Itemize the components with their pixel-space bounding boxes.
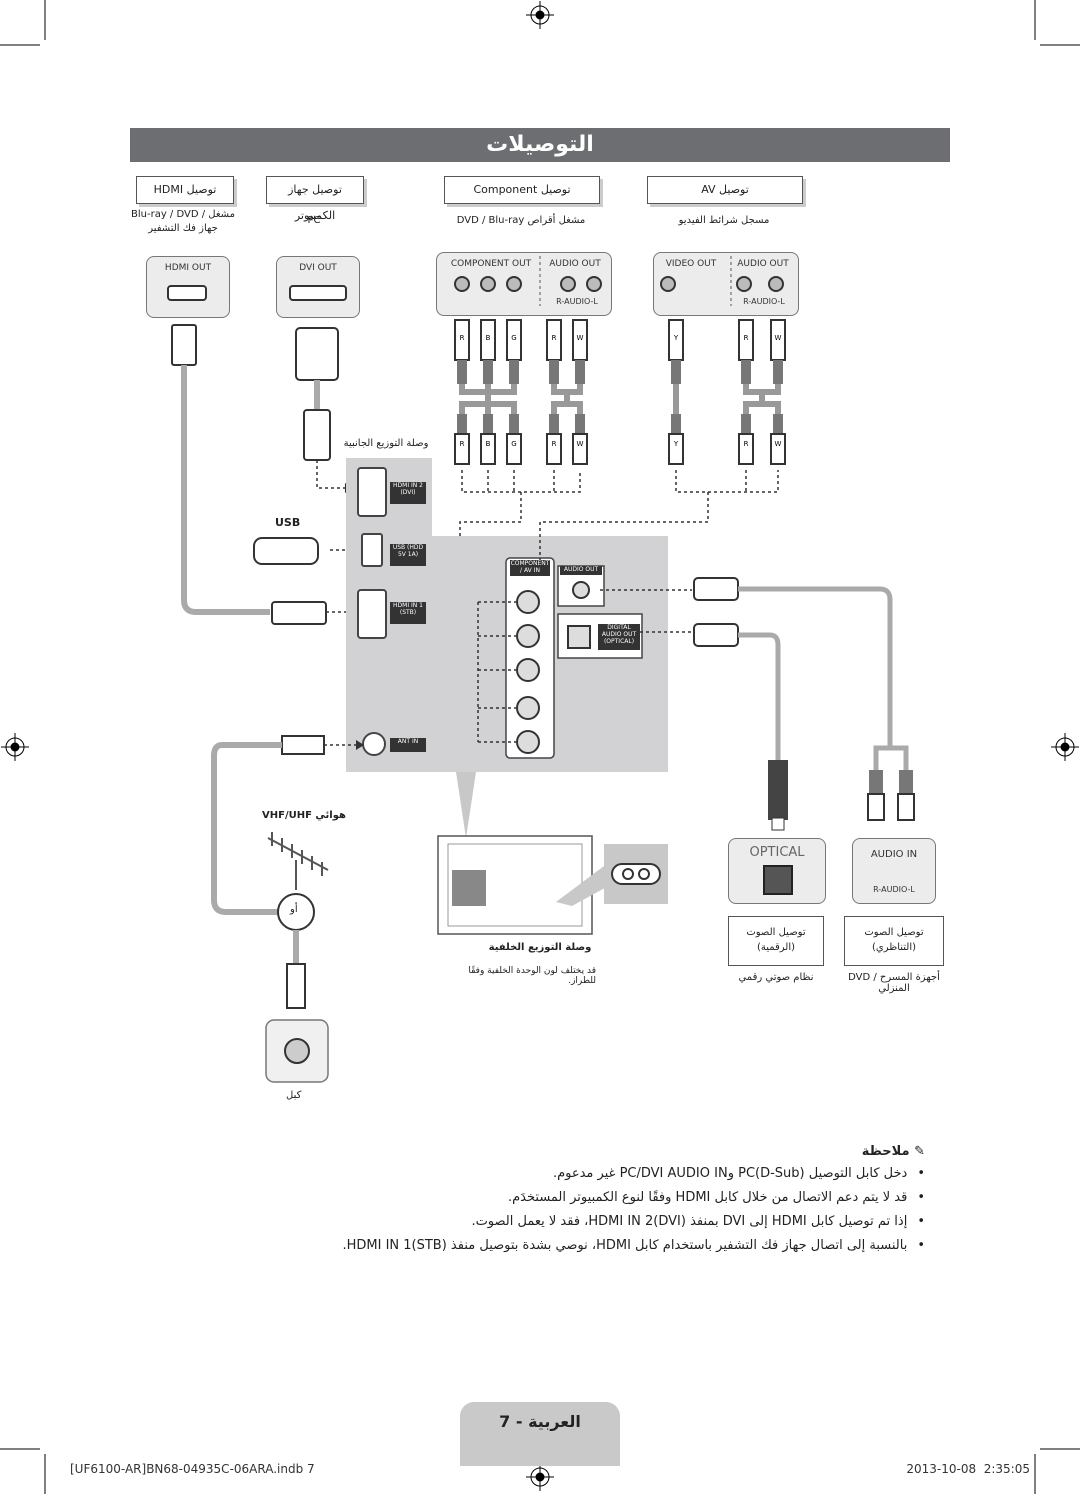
tv-side-panel [346,458,668,772]
plug-letter: R [460,440,465,448]
registration-mark-top [526,1,554,29]
or-label: أو [290,904,298,915]
rear-panel-note: قد يختلف لون الوحدة الخلفية وفقًا للطراز… [468,966,596,986]
hdmi-connection-label: HDMI توصيل [136,176,234,204]
hdmi-source-device: Blu-ray / DVD مشغل / جهاز فك التشفير [131,209,235,234]
plug-letter: R [552,440,557,448]
note-item: •بالنسبة إلى اتصال جهاز فك التشفير باستخ… [342,1238,925,1253]
dvi-cable-label: وصلة التوزيع الجانبية [343,438,429,449]
analog-audio-box: توصيل الصوت (التناظري) [844,916,944,966]
tv-rear-panel [452,870,486,906]
footer-file: [UF6100-AR]BN68-04935C-06ARA.indb 7 [70,1462,315,1476]
notes-heading: ملاحظة ✎ [861,1144,925,1159]
cable-label: كبل [286,1090,302,1101]
plug-letter: R [460,334,465,342]
antenna-icon [267,832,329,890]
hdmi-port-icon [167,285,207,301]
dvi-port-icon [289,285,347,301]
plug-letter: Y [673,440,679,448]
antenna-label: VHF/UHF هوائي [262,810,346,821]
plug-letter: B [486,440,491,448]
dvi-hdmi-adapter [303,409,331,461]
component-rca-plugs [454,319,786,465]
rear-panel-label: وصلة التوزيع الخلفية [488,942,592,953]
plug-letter: B [486,334,491,342]
component-jacks-icon [454,276,784,292]
component-connection-label: Component توصيل [444,176,600,204]
analog-audio-sub: DVD / أجهزة المسرح المنزلي [848,972,940,994]
plug-letter: W [775,334,782,342]
power-socket-icon [611,863,661,885]
optical-port-icon [763,865,793,895]
note-item: •إذا تم توصيل كابل HDMI إلى DVI بمنفذ HD… [471,1214,925,1229]
audio-in-device: AUDIO IN R-AUDIO-L [852,838,936,904]
plug-letter: Y [673,334,679,342]
plug-letter: W [577,334,584,342]
av-connection-label: AV توصيل [647,176,803,204]
hdmi-plug-bottom [271,601,327,625]
tv-port-usb: USB (HDD 5V 1A) [390,544,426,566]
tv-port-audio-out: AUDIO OUT [560,566,602,575]
dvi-plug [295,327,339,381]
tv-port-hdmi1: HDMI IN 1 (STB) [390,602,426,624]
pc-connection-label: توصيل جهاز الكمبيوتر [266,176,364,222]
plug-letter: G [511,440,516,448]
pc-source-device: PC [307,215,321,226]
plug-letter: R [744,440,749,448]
plug-letter: W [775,440,782,448]
tv-port-digital: DIGITAL AUDIO OUT (OPTICAL) [598,624,640,650]
footer-date: 2013-10-08 ￼ 2:35:05 [906,1462,1030,1476]
plug-letter: R [552,334,557,342]
plug-letter: R [744,334,749,342]
coax-plug [281,735,325,755]
hdmi-plug-top [171,324,197,366]
usb-stick-icon [253,537,319,565]
note-item: •قد لا يتم دعم الاتصال من خلال كابل HDMI… [508,1190,925,1205]
component-source-device: DVD / Blu-ray مشغل أقراص [456,215,586,226]
av-source-device: مسجل شرائط الفيديو [678,215,770,226]
optical-device: OPTICAL [728,838,826,904]
tv-port-antin: ANT IN [390,738,426,752]
note-pencil-icon: ✎ [914,1144,925,1159]
tv-port-hdmi2: HDMI IN 2 (DVI) [390,482,426,504]
plug-letter: W [577,440,584,448]
note-item: •دخل كابل التوصيل PC(D-Sub) وPC/DVI AUDI… [552,1166,925,1181]
tv-port-component: COMPONENT / AV IN [510,560,550,576]
digital-audio-sub: نظام صوتي رقمي [738,972,814,983]
usb-label: USB [275,516,301,529]
section-title: التوصيلات [130,128,950,162]
plug-letter: G [511,334,516,342]
page-number-tab: العربية - 7 [460,1402,620,1466]
digital-audio-box: توصيل الصوت (الرقمية) [728,916,824,966]
